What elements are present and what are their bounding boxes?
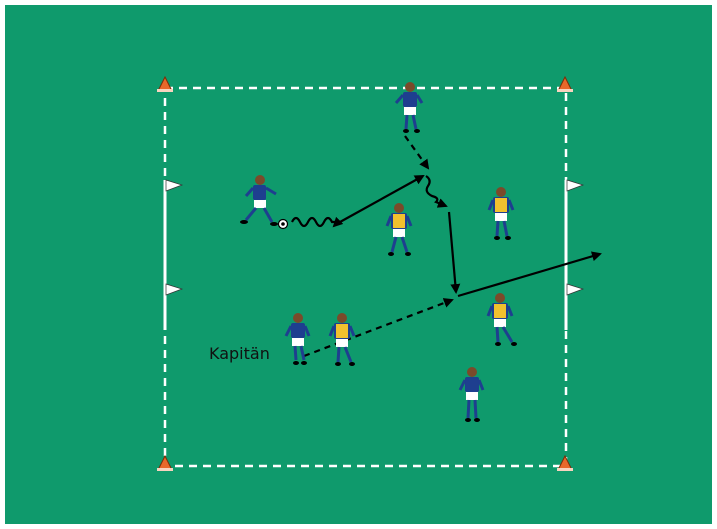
dribble-arrow	[332, 216, 344, 228]
flag-icon	[163, 283, 184, 330]
player-yellow-center	[385, 203, 413, 256]
field-background	[5, 5, 712, 524]
captain-label: Kapitän	[209, 344, 270, 363]
flag-icon	[564, 179, 585, 226]
shot-arrow	[457, 251, 602, 298]
captain-pass-arrow	[303, 298, 454, 358]
ball-icon	[277, 218, 289, 230]
flag-icon	[564, 283, 585, 330]
player-blue-bottom	[458, 367, 485, 422]
cone-icon	[157, 75, 173, 92]
player-yellow-right-bottom	[486, 293, 517, 346]
cone-icon	[557, 75, 573, 92]
player-blue-captain	[284, 313, 311, 365]
cone-icon	[557, 454, 573, 471]
flag-icon	[163, 179, 184, 226]
player-yellow-captain-partner	[328, 313, 356, 366]
dribble-wiggle	[425, 175, 448, 208]
player-yellow-right-top	[487, 187, 515, 240]
player-blue-dribbler	[240, 175, 278, 226]
dribble-path	[291, 216, 338, 228]
player-blue-top	[394, 82, 424, 133]
cone-icon	[157, 454, 173, 471]
run-arrow-1	[339, 175, 425, 223]
run-arrow-2	[447, 211, 461, 294]
